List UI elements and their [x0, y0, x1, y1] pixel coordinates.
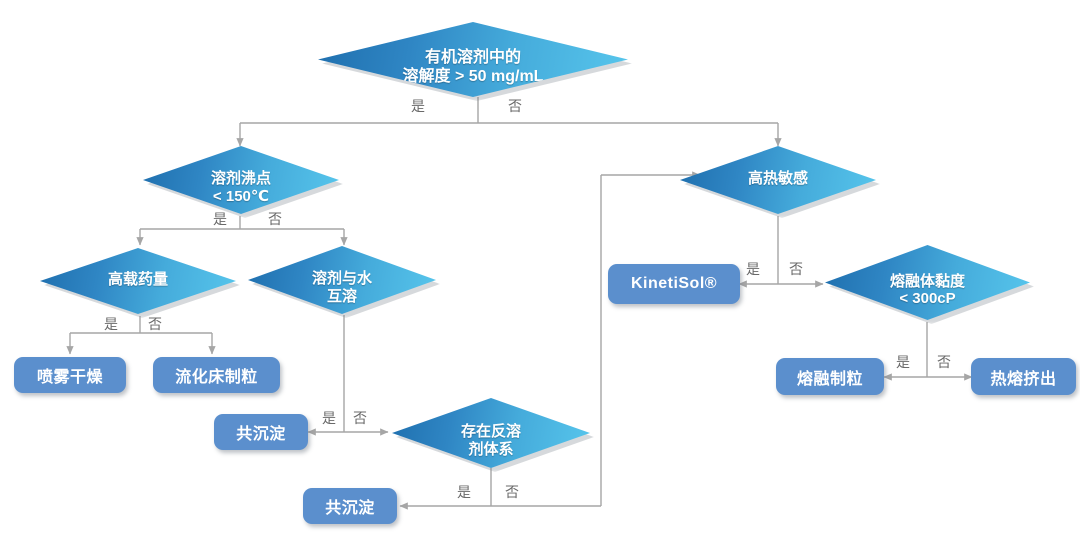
- edge-label-root-no: 否: [508, 98, 522, 114]
- decision-solvent-water-miscible-label: 溶剂与水互溶: [311, 270, 372, 305]
- edge-label-bp-yes: 是: [213, 211, 227, 227]
- edge-label-root-yes: 是: [411, 98, 425, 114]
- decision-solvent-boiling-point-label: 溶剂沸点< 150℃: [210, 170, 271, 205]
- decision-melt-viscosity[interactable]: 熔融体黏度< 300cP: [825, 245, 1030, 320]
- outcome-melt-granulation[interactable]: 熔融制粒: [776, 358, 884, 395]
- edge-label-load-no: 否: [148, 316, 162, 332]
- decision-heat-sensitive-label: 高热敏感: [747, 170, 808, 188]
- edge-label-load-yes: 是: [104, 316, 118, 332]
- edge-label-viscosity-no: 否: [937, 354, 951, 370]
- decision-high-drug-load[interactable]: 高载药量: [40, 248, 236, 314]
- outcome-spray-drying[interactable]: 喷雾干燥: [14, 357, 126, 393]
- decision-melt-viscosity-label: 熔融体黏度< 300cP: [889, 272, 965, 308]
- decision-solvent-boiling-point[interactable]: 溶剂沸点< 150℃: [143, 146, 339, 214]
- outcome-hot-melt-extrusion[interactable]: 热熔挤出: [971, 358, 1076, 395]
- edge-label-miscible-no: 否: [353, 410, 367, 426]
- outcome-coprecipitation-upper[interactable]: 共沉淀: [214, 414, 308, 450]
- edge-label-heat-no: 否: [789, 261, 803, 277]
- decision-organic-solubility-label: 有机溶剂中的溶解度 > 50 mg/mL: [402, 49, 544, 85]
- outcome-coprecipitation-lower[interactable]: 共沉淀: [303, 488, 397, 524]
- decision-organic-solubility[interactable]: 有机溶剂中的溶解度 > 50 mg/mL: [318, 22, 628, 97]
- decision-heat-sensitive[interactable]: 高热敏感: [680, 146, 876, 214]
- decision-solvent-water-miscible[interactable]: 溶剂与水互溶: [248, 246, 436, 314]
- edge-label-heat-yes: 是: [746, 261, 760, 277]
- decision-high-drug-load-label: 高载药量: [107, 271, 168, 289]
- edge-label-miscible-yes: 是: [322, 410, 336, 426]
- decision-antisolvent-system[interactable]: 存在反溶剂体系: [392, 398, 590, 468]
- decision-antisolvent-system-label: 存在反溶剂体系: [460, 423, 521, 458]
- edge-label-antisolvent-no: 否: [505, 484, 519, 500]
- outcome-kinetisol[interactable]: KinetiSol®: [608, 264, 740, 304]
- edge-label-viscosity-yes: 是: [896, 354, 910, 370]
- edge-label-bp-no: 否: [268, 211, 282, 227]
- edge-label-antisolvent-yes: 是: [457, 484, 471, 500]
- outcome-fluid-bed-granulation[interactable]: 流化床制粒: [153, 357, 280, 393]
